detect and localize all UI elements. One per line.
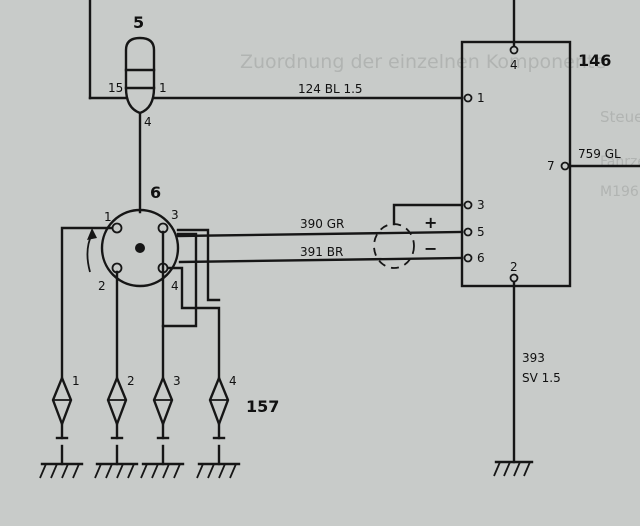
lead-loop-3	[161, 230, 198, 328]
control-unit-pins: 4 1 7 3 5 6 2	[463, 45, 570, 283]
wire-393-spec: SV 1.5	[522, 371, 561, 385]
wire-390-label: 390 GR	[300, 217, 344, 231]
cu-pin-7: 7	[547, 159, 555, 173]
ghost-line-1: Zuordnung der einzelnen Komponente	[240, 51, 606, 73]
wire-391-label: 391 BR	[300, 245, 343, 259]
wire-shield-to-pin-3	[392, 203, 464, 226]
ground-symbol-icon	[94, 462, 139, 479]
bleed-through-text: Zuordnung der einzelnen Komponente Steue…	[240, 51, 640, 200]
wire-391	[178, 256, 464, 264]
spark-plug-body	[152, 374, 174, 428]
connector-pin-4: 4	[144, 115, 152, 129]
ground-symbol-icon	[140, 462, 185, 479]
connector-5: 5 15 1 4 124 BL 1.5	[88, 0, 464, 214]
distributor-cap	[100, 208, 180, 288]
spark-plug-body	[208, 374, 230, 428]
cu-pin-3: 3	[477, 198, 485, 212]
connector-pin-15: 15	[108, 81, 123, 95]
ground-symbol-icon	[493, 460, 534, 477]
minus-sign: −	[424, 239, 437, 258]
ground-symbol-icon	[39, 462, 84, 479]
lead-plug-1	[60, 226, 114, 380]
ground-symbol-icon	[196, 462, 241, 479]
cu-pin-2: 2	[510, 260, 518, 274]
shielded-pair-icon	[373, 223, 415, 269]
cu-pin-5: 5	[477, 225, 485, 239]
connector-ref: 5	[133, 13, 144, 32]
spark-plug-number: 2	[127, 374, 135, 388]
distributor-terminal-1	[111, 222, 123, 234]
distributor-pin-2-label: 2	[98, 279, 106, 293]
control-unit-box	[460, 40, 572, 288]
spark-plug-1: 1	[39, 374, 84, 479]
spark-plug-3: 3	[140, 374, 185, 479]
spark-plug-number: 1	[72, 374, 80, 388]
spark-plug-number: 4	[229, 374, 237, 388]
wire-759-label: 759 GL	[578, 147, 621, 161]
spark-plug-body	[106, 374, 128, 428]
distributor-pin-3-label: 3	[171, 208, 179, 222]
signal-pair: 390 GR 391 BR + −	[176, 203, 464, 269]
connector-pin-1: 1	[159, 81, 167, 95]
spark-plug-4: 4	[196, 374, 241, 479]
wire-390	[176, 230, 464, 238]
lead-loop-4	[176, 228, 221, 302]
spark-plug-2: 2	[94, 374, 139, 479]
wire-393-number: 393	[522, 351, 545, 365]
cu-pin-1: 1	[477, 91, 485, 105]
distributor-6: 6 1 2 3 4	[86, 183, 180, 293]
distributor-pin-4-label: 4	[171, 279, 179, 293]
ghost-line-4: M196 und M197	[600, 184, 640, 200]
plus-sign: +	[424, 213, 437, 232]
wire-124-label: 124 BL 1.5	[298, 82, 363, 96]
cu-pin-6: 6	[477, 251, 485, 265]
control-unit-ref: 146	[578, 51, 611, 70]
spark-plug-body	[51, 374, 73, 428]
control-unit-146: 146 4 1 7 3 5 6 2 759 GL 393 SV 1.5	[460, 0, 640, 477]
connector-body	[124, 36, 156, 115]
spark-plugs-157: 157 1 2 3 4	[39, 374, 279, 479]
distributor-pin-1-label: 1	[104, 210, 112, 224]
distributor-center	[135, 243, 145, 253]
spark-plugs-ref: 157	[246, 397, 279, 416]
spark-plug-number: 3	[173, 374, 181, 388]
rotation-arrow-icon	[86, 228, 97, 273]
ghost-line-2: Steuergerät mit Drehzahlmesser und Zündu…	[600, 108, 640, 126]
distributor-ref: 6	[150, 183, 161, 202]
plug-leads	[60, 226, 221, 380]
lead-plug-4	[166, 266, 221, 380]
cu-pin-4: 4	[510, 58, 518, 72]
